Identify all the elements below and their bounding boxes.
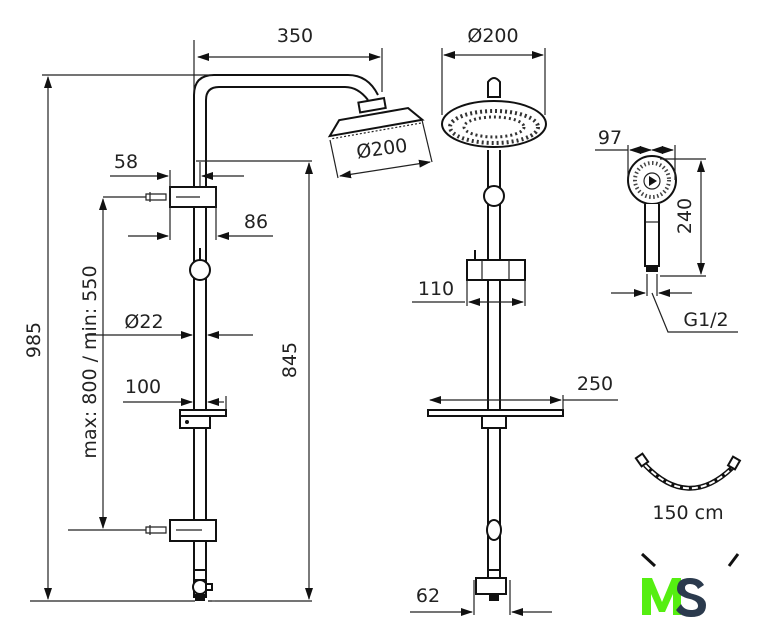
dim-shelf-width: 250 — [577, 373, 613, 395]
riser-pipe-inner — [205, 86, 369, 598]
dim-head-diameter-side: Ø200 — [355, 135, 409, 164]
dim-bracket-spacing: max: 800 / min: 550 — [79, 265, 101, 458]
wall-anchor-upper — [145, 192, 167, 202]
hand-shower-holder — [466, 259, 526, 281]
dim-bracket-offset: 58 — [114, 151, 138, 173]
dim-bracket-depth: 86 — [244, 211, 268, 233]
logo-letter-s — [676, 578, 706, 617]
dim-total-height: 985 — [23, 322, 45, 358]
dim-arm-width: 350 — [277, 25, 313, 47]
front-view: Ø200 110 250 62 — [410, 25, 618, 616]
hose-length: 150 cm — [652, 502, 723, 524]
overhead-shower-side — [327, 96, 425, 140]
side-view: 350 Ø200 985 845 58 86 — [23, 25, 433, 602]
diverter-knob-front — [483, 185, 505, 207]
dim-pipe-diameter: Ø22 — [124, 311, 163, 333]
dim-slider-width: 100 — [125, 376, 161, 398]
wall-anchor-lower — [145, 525, 167, 535]
dim-hand-shower-width: 97 — [598, 127, 622, 149]
diverter-knob — [189, 259, 211, 281]
valve-side — [192, 579, 208, 595]
riser-pipe-outer — [193, 74, 379, 598]
valve-front — [475, 577, 507, 595]
ms-logo — [642, 578, 706, 617]
dim-valve-width: 62 — [416, 585, 440, 607]
dim-hand-shower-length: 240 — [674, 198, 696, 234]
hose: 150 cm — [634, 452, 742, 568]
overhead-shower-front — [441, 100, 547, 148]
dim-head-diameter-front: Ø200 — [467, 25, 518, 47]
dim-outlet-height: 845 — [279, 342, 301, 378]
hand-shower: 97 240 G1/2 — [595, 127, 738, 333]
dim-holder-width: 110 — [418, 278, 454, 300]
logo-letter-m — [642, 578, 681, 615]
dim-thread-size: G1/2 — [683, 309, 728, 331]
